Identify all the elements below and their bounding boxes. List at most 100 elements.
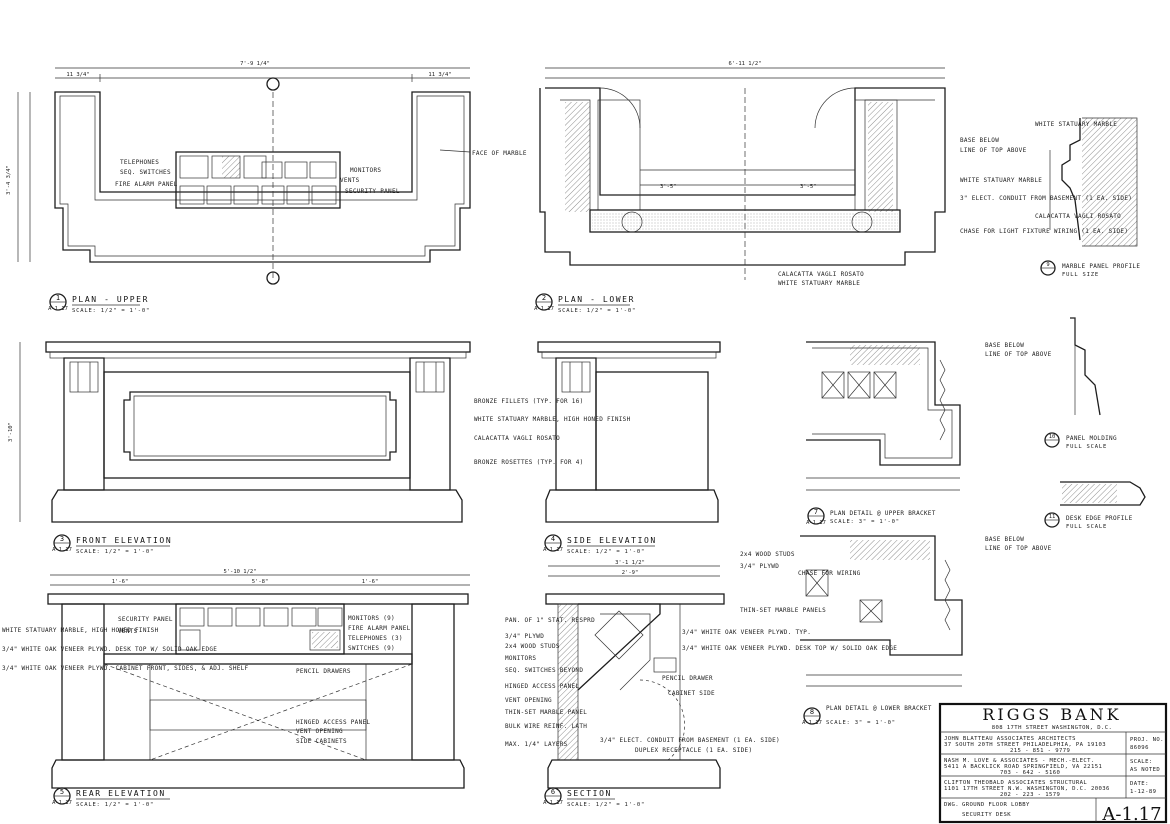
v5-scale: SCALE: 1/2" = 1'-0"	[76, 802, 154, 808]
side-elevation-view: 4 A-1.17 SIDE ELEVATION SCALE: 1/2" = 1'…	[537, 341, 721, 555]
v2-scale: SCALE: 1/2" = 1'-0"	[558, 308, 636, 314]
note-switches9: SWITCHES (9)	[348, 645, 395, 652]
note-rear-left2: 3/4" WHITE OAK VENEER PLYWD. DESK TOP W/…	[2, 646, 217, 653]
dim-rear-right: 1'-6"	[362, 579, 379, 585]
note-fire-alarm: FIRE ALARM PANEL	[115, 181, 178, 188]
note-sec-thin: THIN-SET MARBLE PANEL	[505, 709, 587, 716]
v10-scale: FULL SCALE	[1066, 444, 1107, 450]
proj-no-label: PROJ. NO.	[1130, 737, 1164, 743]
v10-title: PANEL MOLDING	[1066, 435, 1117, 442]
note-vents-2: VENTS	[118, 628, 138, 635]
v7-title: PLAN DETAIL @ UPPER BRACKET	[830, 510, 936, 517]
v9-number: 9	[1046, 262, 1049, 268]
note-security-panel-2: SECURITY PANEL	[118, 616, 173, 623]
title-block: RIGGS BANK 808 17TH STREET WASHINGTON, D…	[938, 702, 1168, 824]
dwg-label: DWG.	[944, 802, 959, 808]
note-fire-alarm-panel: FIRE ALARM PANEL	[348, 625, 411, 632]
note-sec-studs: 2x4 WOOD STUDS	[505, 643, 560, 650]
v1-scale: SCALE: 1/2" = 1'-0"	[72, 308, 150, 314]
note-base-below-3: BASE BELOW	[985, 536, 1024, 543]
dim-lower-overall: 6'-11 1/2"	[728, 61, 761, 67]
project-address: 808 17TH STREET WASHINGTON, D.C.	[992, 725, 1113, 731]
desk-edge-profile-view: 11 DESK EDGE PROFILE FULL SCALE	[1044, 481, 1146, 530]
note-oak-veneer: 3/4" WHITE OAK VENEER PLYWD. TYP.	[682, 629, 811, 636]
note-elect-conduit: 3" ELECT. CONDUIT FROM BASEMENT (1 EA. S…	[960, 195, 1132, 202]
rear-elevation-view: 5'-10 1/2" 5'-8" 1'-6" 1'-6" SECURITY PA…	[2, 569, 470, 808]
date-label: DATE:	[1130, 781, 1149, 787]
note-bronze-fillets: BRONZE FILLETS (TYP. FOR 16)	[474, 398, 584, 405]
v3-number: 3	[60, 535, 64, 543]
dim-rear-overall: 5'-10 1/2"	[223, 569, 256, 575]
section-view: 3'-1 1/2" 2'-9" PAN. OF 1" STAT. RESPRD …	[505, 560, 897, 808]
date-value: 1-12-89	[1130, 789, 1156, 795]
architect-address: 37 SOUTH 20TH STREET PHILADELPHIA, PA 19…	[944, 742, 1106, 748]
v6-number: 6	[551, 788, 555, 796]
v7-scale: SCALE: 3" = 1'-0"	[830, 519, 900, 525]
note-sec-vent: VENT OPENING	[505, 697, 552, 704]
note-rear-left: WHITE STATUARY MARBLE, HIGH HONED FINISH	[2, 627, 159, 634]
note-calacatta: CALACATTA VAGLI ROSATO	[778, 271, 864, 278]
v8-title: PLAN DETAIL @ LOWER BRACKET	[826, 705, 932, 712]
note-side-cabinets: SIDE CABINETS	[296, 738, 347, 745]
v9-title: MARBLE PANEL PROFILE	[1062, 263, 1140, 270]
project-name: RIGGS BANK	[982, 705, 1121, 724]
note-sec-bulk: BULK WIRE REINF. LATH	[505, 723, 587, 730]
note-pencil-drawers: PENCIL DRAWERS	[296, 668, 351, 675]
dim-lower-half-l: 3'-5"	[660, 184, 677, 190]
note-vents: VENTS	[340, 177, 360, 184]
note-line-top-3: LINE OF TOP ABOVE	[985, 545, 1052, 552]
note-sec-pan: PAN. OF 1" STAT. RESPRD	[505, 617, 595, 624]
note-calacatta-3: CALACATTA VAGLI ROSATO	[474, 435, 560, 442]
struct-phone: 202 - 223 - 1579	[1000, 792, 1060, 798]
note-line-top-2: LINE OF TOP ABOVE	[985, 351, 1052, 358]
front-elevation-view: 3'-10" BRONZE FILLETS (TYP. FOR 16) WHIT…	[8, 341, 631, 555]
v6-sheet: A-1.17	[543, 800, 563, 806]
note-monitors9: MONITORS (9)	[348, 615, 395, 622]
dim-side-overall: 3'-1 1/2"	[615, 560, 645, 566]
v8-number: 8	[810, 708, 814, 716]
note-hinged-access: HINGED ACCESS PANEL	[296, 719, 370, 726]
plan-detail-lower-bracket-view: BASE BELOW LINE OF TOP ABOVE 2x4 WOOD ST…	[740, 535, 1052, 726]
mech-engineer: NASH M. LOVE & ASSOCIATES - MECH.-ELECT.	[944, 758, 1095, 764]
v11-number: 11	[1049, 514, 1056, 520]
note-bronze-rosettes: BRONZE ROSETTES (TYP. FOR 4)	[474, 459, 584, 466]
v2-sheet: A-1.17	[534, 306, 554, 312]
note-sec-hinged: HINGED ACCESS PANEL	[505, 683, 579, 690]
marble-panel-profile-view: WHITE STATUARY MARBLE CALACATTA VAGLI RO…	[1035, 117, 1140, 278]
v4-sheet: A-1.17	[543, 547, 563, 553]
v7-sheet: A-1.17	[806, 520, 826, 526]
v3-scale: SCALE: 1/2" = 1'-0"	[76, 549, 154, 555]
dwg-title: GROUND FLOOR LOBBY	[962, 802, 1030, 808]
note-monitors: MONITORS	[350, 167, 381, 174]
note-telephones3: TELEPHONES (3)	[348, 635, 403, 642]
plan-detail-upper-bracket-view: BASE BELOW LINE OF TOP ABOVE 7 A-1.17 PL…	[806, 341, 1052, 526]
scale-label: SCALE:	[1130, 759, 1153, 765]
v1-sheet: A-1.17	[48, 306, 68, 312]
v8-sheet: A-1.17	[802, 720, 822, 726]
note-conduit-basement: 3/4" ELECT. CONDUIT FROM BASEMENT (1 EA.…	[600, 737, 780, 744]
v3-title: FRONT ELEVATION	[76, 536, 172, 545]
plan-upper-view: 7'-9 1/4" 11 3/4" 11 3/4" 3'-	[6, 61, 527, 314]
dim-upper-depth: 3'-4 3/4"	[6, 165, 12, 195]
note-white-honed: WHITE STATUARY MARBLE, HIGH HONED FINISH	[474, 416, 631, 423]
dim-side-depth: 2'-9"	[622, 570, 639, 576]
note-2x4: 2x4 WOOD STUDS	[740, 551, 795, 558]
v11-title: DESK EDGE PROFILE	[1066, 515, 1133, 522]
struct-engineer: CLIFTON THEOBALD ASSOCIATES STRUCTURAL	[944, 780, 1087, 786]
architect: JOHN BLATTEAU ASSOCIATES ARCHITECTS	[944, 736, 1076, 742]
note-rear-left3: 3/4" WHITE OAK VENEER PLYWD. CABINET FRO…	[2, 665, 249, 672]
v2-number: 2	[542, 294, 546, 302]
plan-lower-view: 6'-11 1/2" 3'-5" 3'-5" BASE BELOW LINE O…	[534, 61, 1132, 314]
note-security-panel: SECURITY PANEL	[345, 188, 400, 195]
dwg-title-2: SECURITY DESK	[962, 812, 1011, 818]
note-chase-wiring: CHASE FOR LIGHT FIXTURE WIRING (1 EA. SI…	[960, 228, 1128, 235]
note-pencil-drawer: PENCIL DRAWER	[662, 675, 713, 682]
v8-scale: SCALE: 3" = 1'-0"	[826, 720, 896, 726]
architect-phone: 215 - 851 - 9779	[1010, 748, 1070, 754]
note-telephones: TELEPHONES	[120, 159, 159, 166]
v10-number: 10	[1049, 434, 1056, 440]
mech-address: 5411 A BACKLICK ROAD SPRINGFIELD, VA 221…	[944, 764, 1102, 770]
v1-number: 1	[56, 294, 60, 302]
v2-title: PLAN - LOWER	[558, 295, 635, 304]
